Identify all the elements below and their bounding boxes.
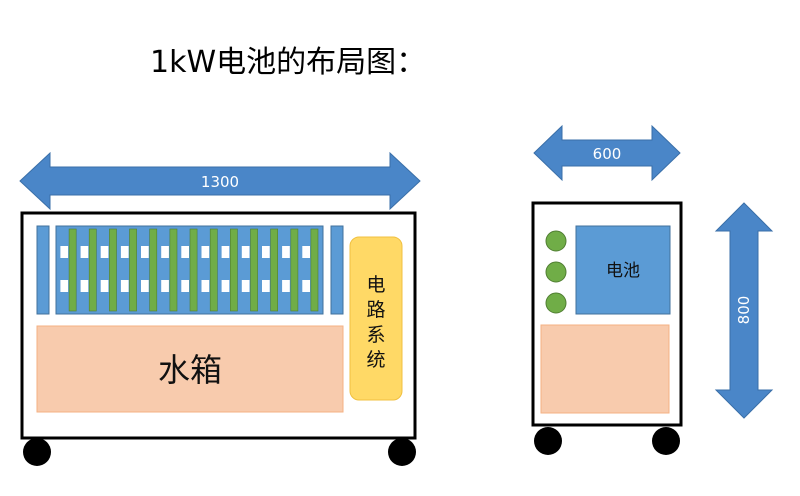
cell-green-strip: [290, 228, 299, 312]
cell-gap: [60, 280, 69, 292]
cell-green-strip: [88, 228, 97, 312]
side-right-wheel: [652, 427, 680, 455]
circuit-system: [349, 236, 403, 401]
cell-green-strip: [169, 228, 178, 312]
cell-green-strip: [250, 228, 258, 312]
width-arrow-1300: [19, 151, 421, 211]
cell-gap: [80, 280, 89, 292]
circuit-system-char-4: 统: [366, 349, 385, 371]
front-view: 1300 水箱 电 路 系 统: [19, 151, 421, 466]
water-tank-label: 水箱: [158, 351, 222, 389]
cell-green-strip: [149, 228, 158, 312]
cell-gap: [120, 280, 129, 292]
cell-gap: [120, 246, 129, 258]
side-left-wheel: [534, 427, 562, 455]
battery-cell-grid: [60, 228, 319, 312]
cell-gap: [262, 280, 270, 292]
cell-gap: [181, 280, 189, 292]
cell-gap: [302, 246, 310, 258]
side-battery-label: 电池: [606, 261, 640, 281]
width-arrow-600: [533, 124, 681, 182]
indicator-1: [545, 230, 567, 252]
cell-green-strip: [270, 228, 279, 312]
cell-green-strip: [310, 228, 319, 312]
height-label-800: 800: [735, 296, 753, 325]
cell-gap: [221, 246, 230, 258]
cell-gap: [241, 280, 250, 292]
cell-green-strip: [230, 228, 238, 312]
circuit-system-char-1: 电: [366, 274, 385, 296]
cell-gap: [282, 246, 290, 258]
width-label-600: 600: [593, 145, 622, 163]
cell-gap: [201, 246, 210, 258]
cell-gap: [282, 280, 290, 292]
diagram-title: 1kW电池的布局图：: [150, 45, 426, 80]
indicator-3: [545, 292, 567, 314]
side-view: 600 电池 800: [531, 124, 774, 455]
cell-gap: [100, 246, 109, 258]
width-label-1300: 1300: [201, 173, 239, 191]
cell-gap: [161, 280, 169, 292]
cell-gap: [181, 246, 189, 258]
right-battery-module: [330, 225, 344, 315]
left-battery-module: [36, 225, 50, 315]
cell-green-strip: [129, 228, 137, 312]
cell-green-strip: [209, 228, 218, 312]
cell-gap: [60, 246, 69, 258]
height-arrow-800: [714, 202, 774, 419]
cell-gap: [302, 280, 310, 292]
cell-green-strip: [189, 228, 198, 312]
side-battery-block: [575, 225, 671, 315]
cell-gap: [80, 246, 89, 258]
cell-green-strip: [109, 228, 117, 312]
battery-pack: [55, 225, 324, 315]
cell-gap: [141, 246, 149, 258]
circuit-system-char-2: 路: [366, 299, 385, 321]
front-left-wheel: [23, 438, 51, 466]
cell-gap: [201, 280, 210, 292]
cell-gap: [141, 280, 149, 292]
side-water-tank: [540, 324, 670, 414]
cell-green-strip: [68, 228, 77, 312]
front-right-wheel: [388, 438, 416, 466]
indicator-2: [545, 261, 567, 283]
water-tank: [36, 325, 344, 413]
cell-gap: [161, 246, 169, 258]
cell-gap: [221, 280, 230, 292]
circuit-system-char-3: 系: [366, 324, 385, 346]
cell-gap: [100, 280, 109, 292]
cell-gap: [262, 246, 270, 258]
cell-gap: [241, 246, 250, 258]
